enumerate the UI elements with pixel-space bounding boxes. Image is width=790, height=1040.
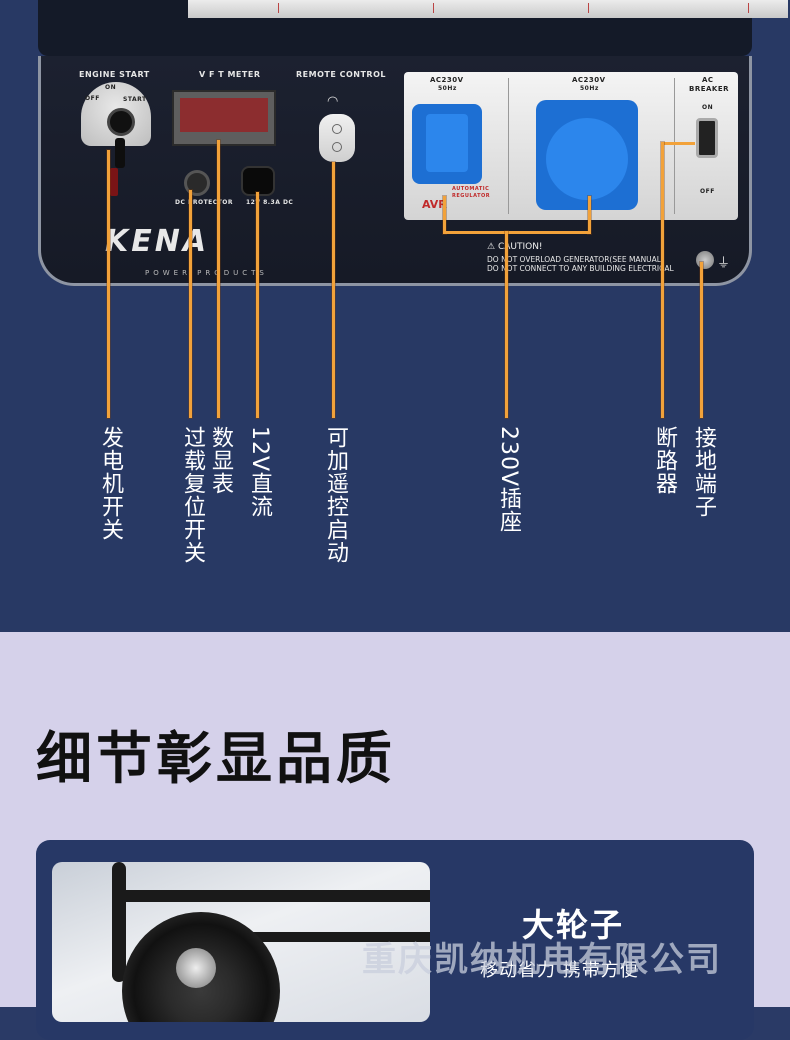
avr-badge: AVR bbox=[422, 198, 447, 211]
ac-left-frequency-label: 50Hz bbox=[438, 85, 457, 92]
ac-outlet-large[interactable] bbox=[536, 100, 638, 210]
dc-protector-button[interactable] bbox=[184, 170, 210, 196]
avr-description-2: REGULATOR bbox=[452, 193, 491, 199]
generator-frame-top bbox=[38, 0, 788, 56]
callout-12v-dc: 12V直流 bbox=[247, 426, 272, 519]
ground-icon: ⏚ bbox=[717, 256, 731, 271]
wireless-signal-icon: ◠ bbox=[327, 94, 339, 109]
card-title: 大轮子 bbox=[522, 906, 625, 944]
callout-ground-terminal: 接地端子 bbox=[691, 426, 716, 518]
leader-line-breaker-stub bbox=[661, 142, 695, 145]
dc-protector-label: DC PROTECTOR bbox=[175, 199, 233, 206]
switch-on-label: ON bbox=[105, 84, 117, 91]
callout-engine-switch: 发电机开关 bbox=[98, 426, 123, 541]
engine-switch-knob[interactable] bbox=[107, 108, 135, 136]
breaker-label-2: BREAKER bbox=[689, 85, 730, 93]
brand-logo: KENA bbox=[105, 224, 210, 259]
remote-control-label: REMOTE CONTROL bbox=[296, 70, 386, 79]
dc-12v-socket[interactable] bbox=[241, 166, 275, 196]
vft-meter-display bbox=[172, 90, 276, 146]
leader-line-breaker bbox=[661, 142, 664, 418]
detail-headline: 细节彰显品质 bbox=[36, 727, 396, 792]
card-subtitle: 移动省力 携带方便 bbox=[480, 960, 639, 981]
dc-socket-label: 12V 8.3A DC bbox=[246, 199, 294, 206]
engine-start-label: ENGINE START bbox=[79, 70, 150, 79]
leader-line-ground bbox=[700, 262, 703, 418]
leader-line-ac-right-stub bbox=[588, 196, 591, 234]
company-watermark: 重庆凯纳机电有限公司 bbox=[362, 940, 722, 980]
brand-subtitle: POWER PRODUCTS bbox=[145, 269, 268, 277]
ignition-key-icon bbox=[115, 138, 125, 168]
outlet-cover bbox=[546, 118, 628, 200]
ac-outlet-panel: AC230V 50Hz AVR AUTOMATIC REGULATOR AC23… bbox=[404, 72, 738, 220]
wheel-hub bbox=[176, 948, 216, 988]
ac-divider-left bbox=[508, 78, 509, 214]
ac-divider-right bbox=[674, 78, 675, 214]
callout-digital-meter: 数显表 bbox=[208, 426, 233, 495]
leader-line-remote bbox=[332, 162, 335, 418]
ac-right-frequency-label: 50Hz bbox=[580, 85, 599, 92]
breaker-label-1: AC bbox=[702, 76, 714, 84]
breaker-off-label: OFF bbox=[700, 188, 715, 195]
generator-control-panel: ENGINE START ON OFF START V F T METER DC… bbox=[38, 56, 752, 286]
caution-line-2: DO NOT CONNECT TO ANY BUILDING ELECTRICA… bbox=[487, 264, 674, 273]
ac-left-voltage-label: AC230V bbox=[430, 76, 464, 84]
leader-line-ac-outlets bbox=[505, 231, 508, 418]
control-panel-section: ENGINE START ON OFF START V F T METER DC… bbox=[38, 0, 788, 564]
meter-screen bbox=[180, 98, 268, 132]
remote-fob-icon bbox=[319, 114, 355, 162]
leader-line-engine-switch bbox=[107, 150, 110, 418]
callout-overload-reset: 过载复位开关 bbox=[180, 426, 205, 564]
switch-start-label: START bbox=[123, 96, 147, 103]
instruction-label-strip bbox=[188, 0, 788, 18]
caution-title-text: CAUTION! bbox=[497, 242, 543, 252]
caution-line-1: DO NOT OVERLOAD GENERATOR(SEE MANUAL) bbox=[487, 255, 664, 264]
avr-description-1: AUTOMATIC bbox=[452, 186, 490, 192]
leader-line-ac-join bbox=[443, 231, 591, 234]
outlet-cover bbox=[426, 114, 468, 172]
callout-230v-outlet: 230V插座 bbox=[496, 426, 521, 534]
frame-tube bbox=[112, 862, 126, 982]
callout-breaker: 断路器 bbox=[652, 426, 677, 495]
ac-outlet-small[interactable] bbox=[412, 104, 482, 184]
callout-remote-start: 可加遥控启动 bbox=[323, 426, 348, 564]
leader-line-dc-socket bbox=[256, 192, 259, 418]
frame-tube bbox=[252, 932, 430, 942]
leader-line-ac-left-stub bbox=[443, 196, 446, 234]
ac-breaker-switch[interactable] bbox=[696, 118, 718, 158]
ground-terminal[interactable] bbox=[696, 251, 714, 269]
switch-off-label: OFF bbox=[85, 95, 100, 102]
wheel-photo bbox=[52, 862, 430, 1022]
key-tag bbox=[110, 168, 118, 196]
frame-tube bbox=[112, 890, 430, 902]
caution-title: ⚠ CAUTION! bbox=[487, 242, 543, 252]
breaker-on-label: ON bbox=[702, 104, 714, 111]
ac-right-voltage-label: AC230V bbox=[572, 76, 606, 84]
vft-meter-label: V F T METER bbox=[199, 70, 261, 79]
leader-line-meter bbox=[217, 140, 220, 418]
leader-line-dc-protector bbox=[189, 190, 192, 418]
